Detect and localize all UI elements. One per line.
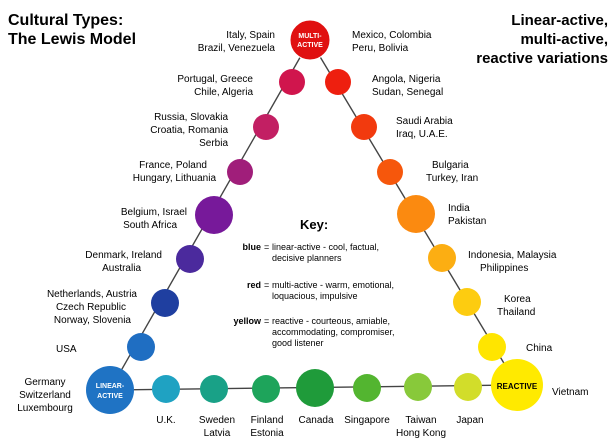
label-taiwan-2: Hong Kong [396, 428, 446, 439]
key-yellow-line-1: reactive - courteous, amiable, [272, 316, 390, 326]
label-denmark-1: Denmark, Ireland [85, 250, 162, 261]
diagram-subtitle: Linear-active, multi-active, reactive va… [452, 11, 608, 68]
label-portugal-1: Portugal, Greece [177, 74, 253, 85]
node-taiwan [404, 373, 432, 401]
node-indonesia [428, 244, 456, 272]
culture-nodes [86, 19, 543, 414]
label-korea-1: Korea [504, 294, 531, 305]
subtitle-line: reactive variations [476, 50, 608, 67]
key-blue-word: blue [242, 242, 261, 252]
label-india-2: Pakistan [448, 216, 486, 227]
vertex-linear-active [86, 366, 134, 414]
label-saudi-2: Iraq, U.A.E. [396, 129, 448, 140]
label-italy-2: Brazil, Venezuela [198, 43, 276, 54]
key-blue-line-1: linear-active - cool, factual, [272, 242, 379, 252]
key-red-equals: = [264, 280, 269, 290]
label-bulgaria-2: Turkey, Iran [426, 173, 478, 184]
label-france-1: France, Poland [139, 160, 207, 171]
node-russia [253, 114, 279, 140]
node-portugal [279, 69, 305, 95]
vertex-label-linear-active-2: ACTIVE [97, 393, 123, 400]
label-taiwan-1: Taiwan [405, 415, 436, 426]
node-india [397, 195, 435, 233]
key-red-line-1: multi-active - warm, emotional, [272, 280, 394, 290]
label-portugal-2: Chile, Algeria [194, 87, 253, 98]
label-russia-1: Russia, Slovakia [154, 112, 228, 123]
label-germany-1: Germany [24, 377, 65, 388]
key-blue-line-2: decisive planners [272, 253, 342, 263]
node-korea [453, 288, 481, 316]
vertex-multi-active [289, 19, 331, 61]
label-mexico-2: Peru, Bolivia [352, 43, 409, 54]
label-bulgaria-1: Bulgaria [432, 160, 469, 171]
vertex-label-reactive: REACTIVE [497, 382, 538, 391]
label-germany-2: Switzerland [19, 390, 71, 401]
label-russia-2: Croatia, Romania [150, 125, 228, 136]
label-netherlands-3: Norway, Slovenia [54, 315, 132, 326]
label-mexico-1: Mexico, Colombia [352, 30, 432, 41]
key-red-word: red [247, 280, 261, 290]
node-china [478, 333, 506, 361]
label-indonesia-1: Indonesia, Malaysia [468, 250, 557, 261]
key-title: Key: [300, 217, 328, 232]
label-singapore: Singapore [344, 415, 390, 426]
key-yellow-line-2: accommodating, compromiser, [272, 327, 395, 337]
vertex-label-multi-active-1: MULTI- [298, 33, 322, 40]
node-finland [252, 375, 280, 403]
label-france-2: Hungary, Lithuania [133, 173, 217, 184]
label-sweden-1: Sweden [199, 415, 235, 426]
key-legend: Key: blue = linear-active - cool, factua… [233, 217, 394, 348]
label-usa: USA [56, 344, 77, 355]
label-finland-2: Estonia [250, 428, 284, 439]
label-italy-1: Italy, Spain [226, 30, 275, 41]
label-japan: Japan [456, 415, 483, 426]
label-russia-3: Serbia [199, 138, 228, 149]
label-canada: Canada [298, 415, 333, 426]
label-china: China [526, 343, 553, 354]
node-sweden [200, 375, 228, 403]
node-canada [296, 369, 334, 407]
label-angola-2: Sudan, Senegal [372, 87, 443, 98]
label-angola-1: Angola, Nigeria [372, 74, 441, 85]
vertex-label-multi-active-2: ACTIVE [297, 42, 323, 49]
vertex-label-linear-active-1: LINEAR- [96, 383, 125, 390]
node-angola [325, 69, 351, 95]
label-sweden-2: Latvia [204, 428, 231, 439]
label-denmark-2: Australia [102, 263, 141, 274]
label-korea-2: Thailand [497, 307, 535, 318]
diagram-title: Cultural Types: The Lewis Model [8, 11, 178, 49]
title-line: The Lewis Model [8, 31, 137, 48]
key-yellow-word: yellow [233, 316, 262, 326]
node-singapore [353, 374, 381, 402]
label-germany-3: Luxembourg [17, 403, 73, 414]
key-yellow-equals: = [264, 316, 269, 326]
key-yellow-line-3: good listener [272, 338, 324, 348]
subtitle-line: multi-active, [520, 31, 608, 48]
node-denmark [176, 245, 204, 273]
label-uk: U.K. [156, 415, 175, 426]
label-saudi-1: Saudi Arabia [396, 116, 453, 127]
label-belgium-1: Belgium, Israel [121, 207, 187, 218]
node-netherlands [151, 289, 179, 317]
label-belgium-2: South Africa [123, 220, 177, 231]
label-netherlands-1: Netherlands, Austria [47, 289, 137, 300]
label-indonesia-2: Philippines [480, 263, 528, 274]
label-india-1: India [448, 203, 470, 214]
key-blue-equals: = [264, 242, 269, 252]
subtitle-line: Linear-active, [511, 12, 608, 29]
title-line: Cultural Types: [8, 12, 124, 29]
key-red-line-2: loquacious, impulsive [272, 291, 358, 301]
node-saudi [351, 114, 377, 140]
node-usa [127, 333, 155, 361]
node-bulgaria [377, 159, 403, 185]
label-netherlands-2: Czech Republic [56, 302, 126, 313]
label-finland-1: Finland [251, 415, 284, 426]
node-belgium [195, 196, 233, 234]
vertex-reactive [491, 359, 543, 411]
label-vietnam: Vietnam [552, 387, 589, 398]
node-japan [454, 373, 482, 401]
node-france [227, 159, 253, 185]
node-uk [152, 375, 180, 403]
